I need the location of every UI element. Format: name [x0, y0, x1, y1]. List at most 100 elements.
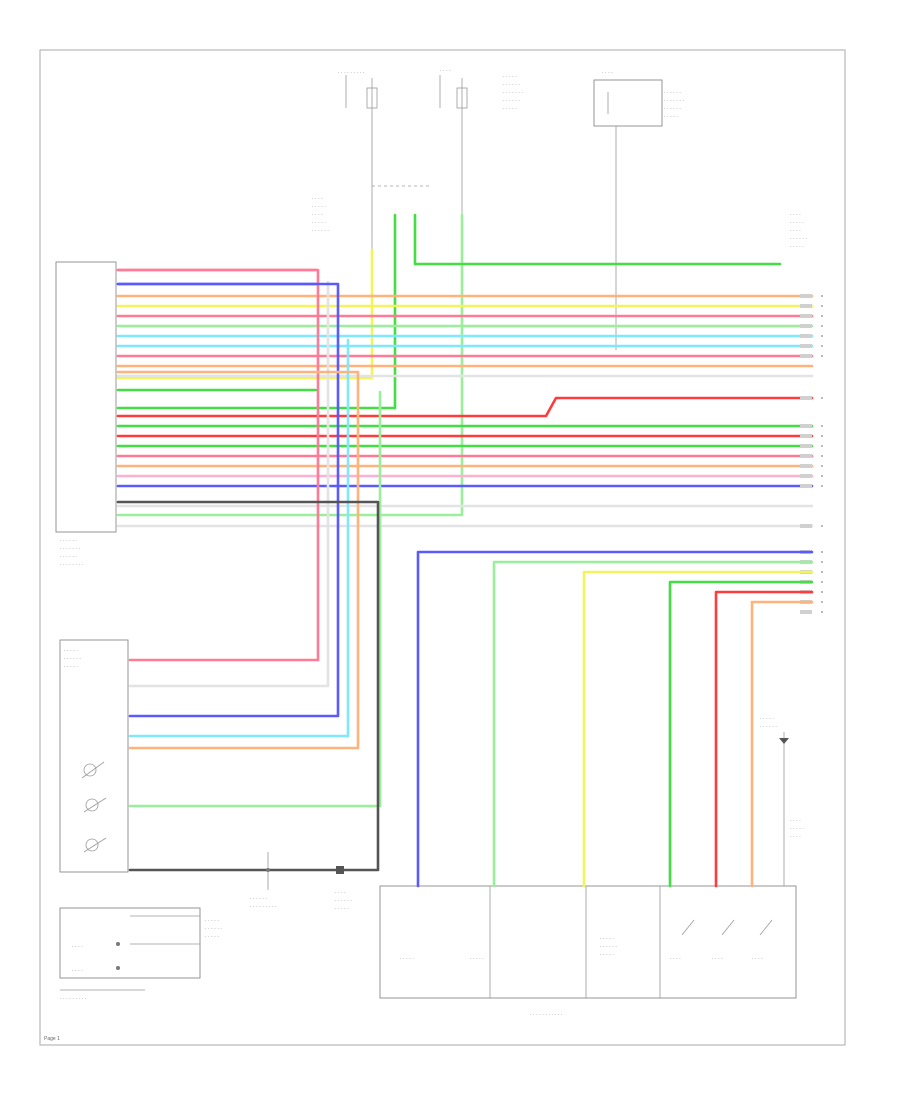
pin-dot-21 — [821, 591, 823, 593]
svg-text:· · · · · · · · · · ·: · · · · · · · · · · · — [530, 1012, 563, 1018]
diagram-frame — [39, 49, 846, 1046]
svg-text:· · · ·: · · · · — [790, 834, 801, 840]
svg-text:· · · · · ·: · · · · · · — [503, 82, 520, 88]
svg-text:· · · · ·: · · · · · — [400, 956, 414, 962]
pin-dot-6 — [821, 345, 823, 347]
pin-dot-13 — [821, 465, 823, 467]
pin-marker-5 — [800, 334, 812, 338]
ground-junction: · · · · · · · · · · · · · · · · · · · · … — [250, 852, 352, 912]
pin-marker-7 — [800, 354, 812, 358]
pin-marker-1 — [800, 294, 812, 298]
pin-marker-14 — [800, 474, 812, 478]
svg-text:· · · · · ·: · · · · · · — [335, 898, 352, 904]
pin-marker-3 — [800, 314, 812, 318]
right-connector-pins — [800, 294, 823, 614]
svg-text:· · · · ·: · · · · · — [790, 220, 804, 226]
wire-orange-switch — [116, 370, 360, 750]
pin-dot-14 — [821, 475, 823, 477]
switch-wire-2 — [492, 560, 814, 888]
svg-text:· · · · · ·: · · · · · · — [205, 926, 222, 932]
pin-dot-3 — [821, 315, 823, 317]
svg-text:· · · · · ·: · · · · · · — [60, 554, 77, 560]
svg-text:· · · · · ·: · · · · · · — [760, 724, 777, 730]
svg-text:· · · · ·: · · · · · — [600, 936, 614, 942]
svg-text:· · · · · ·: · · · · · · — [664, 106, 681, 112]
pin-marker-12 — [800, 454, 812, 458]
svg-text:· · · · · ·: · · · · · · — [790, 236, 807, 242]
switch-wire-1 — [416, 550, 814, 888]
svg-text:· · · ·: · · · · — [440, 68, 451, 74]
pin-dot-11 — [821, 445, 823, 447]
wire-lightgreen-switch — [128, 390, 382, 808]
pin-marker-11 — [800, 444, 812, 448]
wire-cyan-switch — [128, 338, 350, 738]
master-switch-block: · · · · · · · · · · · · · · · · — [59, 639, 129, 873]
svg-text:· · · ·: · · · · — [312, 212, 323, 218]
svg-text:· · · · ·: · · · · · — [664, 114, 678, 120]
left-harness — [116, 268, 814, 528]
svg-text:· · · · ·: · · · · · — [205, 918, 219, 924]
svg-text:· · · · · ·: · · · · · · — [664, 90, 681, 96]
pin-marker-10 — [800, 434, 812, 438]
svg-text:· · · ·: · · · · — [670, 956, 681, 962]
pin-dot-2 — [821, 305, 823, 307]
pin-dot-1 — [821, 295, 823, 297]
svg-text:· · · · · ·: · · · · · · — [600, 944, 617, 950]
svg-text:· · · · · · · · ·: · · · · · · · · · — [60, 996, 86, 1002]
svg-text:· · · · · ·: · · · · · · — [250, 896, 267, 902]
pin-dot-15 — [821, 485, 823, 487]
svg-text:· · · ·: · · · · — [712, 956, 723, 962]
pin-marker-23 — [800, 610, 812, 614]
svg-text:· · · ·: · · · · — [790, 818, 801, 824]
pin-dot-12 — [821, 455, 823, 457]
wire-pink-switch — [116, 268, 320, 662]
switch-wire-4 — [668, 580, 814, 888]
svg-text:· · · ·: · · · · — [752, 956, 763, 962]
wire-green-top-feed — [116, 213, 397, 410]
relay-box-top-right: · · · · · · · · · · · · · · · · · · · · … — [593, 70, 684, 350]
harness-wire-13 — [116, 396, 814, 418]
svg-text:· · · · · · · · ·: · · · · · · · · · — [338, 70, 364, 76]
svg-text:· · · · · ·: · · · · · · — [503, 98, 520, 104]
pin-marker-16 — [800, 524, 812, 528]
svg-text:· · · ·: · · · · — [72, 968, 83, 974]
svg-text:· · · · ·: · · · · · — [600, 952, 614, 958]
svg-text:· · · · · ·: · · · · · · — [60, 538, 77, 544]
svg-text:· · · ·: · · · · — [602, 70, 613, 76]
wire-white-switch — [128, 280, 330, 688]
pin-marker-2 — [800, 304, 812, 308]
pin-dot-10 — [821, 435, 823, 437]
svg-text:· · · · · · · · ·: · · · · · · · · · — [250, 904, 276, 910]
pin-dot-16 — [821, 525, 823, 527]
wire-black-ground — [116, 500, 380, 872]
pin-dot-5 — [821, 335, 823, 337]
ground-right: · · · · · · · · · · · · · · · · · · · · … — [760, 716, 804, 886]
pin-dot-9 — [821, 425, 823, 427]
pin-marker-8 — [800, 396, 812, 400]
pin-marker-4 — [800, 324, 812, 328]
svg-text:· · · · ·: · · · · · — [64, 648, 78, 654]
page-label: Page 1 — [44, 1036, 60, 1042]
svg-text:· · · · · ·: · · · · · · — [312, 228, 329, 234]
svg-text:· · · · ·: · · · · · — [470, 956, 484, 962]
wire-yellow-drop — [116, 248, 374, 380]
pin-dot-4 — [821, 325, 823, 327]
bottom-switch-wires — [416, 550, 814, 888]
svg-text:· · · · ·: · · · · · — [760, 716, 774, 722]
pin-dot-23 — [821, 611, 823, 613]
svg-text:· · · · · · ·: · · · · · · · — [60, 546, 80, 552]
pin-marker-9 — [800, 424, 812, 428]
svg-text:· · · ·: · · · · — [790, 228, 801, 234]
power-window-switch: · · · · · · · · · · · · · · · · · · · · … — [59, 907, 222, 1002]
svg-text:· · · · ·: · · · · · — [503, 74, 517, 80]
pin-dot-8 — [821, 397, 823, 399]
pin-dot-7 — [821, 355, 823, 357]
svg-text:· · · · ·: · · · · · — [312, 220, 326, 226]
switch-wire-6 — [750, 600, 814, 888]
svg-text:· · · · ·: · · · · · — [335, 906, 349, 912]
top-power-feeds: · · · · · · · · · · · · · · · · · · · · … — [312, 68, 523, 250]
pin-dot-18 — [821, 561, 823, 563]
svg-text:· · · ·: · · · · — [790, 212, 801, 218]
right-connector-label: · · · · · · · · · · · · · · · · · · · · … — [790, 212, 807, 250]
